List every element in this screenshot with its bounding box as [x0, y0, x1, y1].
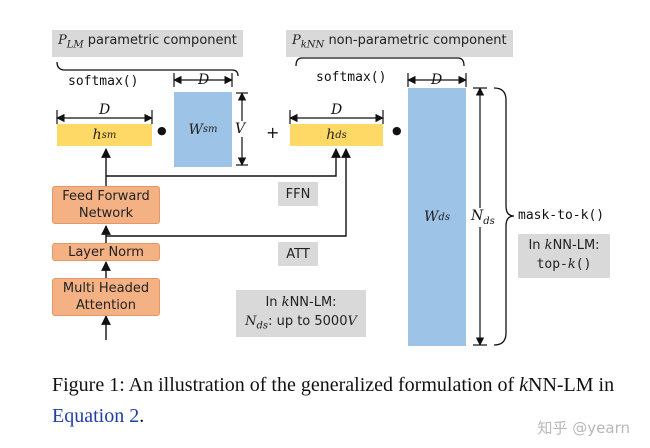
dim-label-hds: D [331, 102, 343, 118]
dim-label-wsm: D [198, 72, 210, 88]
softmax-left: softmax() [68, 74, 139, 89]
dot-right: ● [392, 124, 402, 137]
knn-lm-note-right: In kNN-LM: top-k() [518, 234, 610, 278]
knn-lm-note-left: In kNN-LM: Nds: up to 5000V [236, 290, 366, 337]
softmax-right: softmax() [316, 70, 387, 85]
plus-sign: + [266, 123, 280, 142]
dim-label-wds: D [431, 72, 443, 88]
dim-label-v: V [234, 121, 247, 137]
layer-norm-block: Layer Norm [52, 243, 160, 261]
att-tag: ATT [278, 242, 318, 266]
dot-left: ● [157, 124, 167, 137]
brace-mask [493, 87, 515, 346]
equation-link[interactable]: Equation 2 [52, 405, 140, 427]
brace-pknn [295, 57, 465, 67]
path-ffn [106, 148, 341, 177]
watermark: 知乎 @yearn [537, 419, 630, 437]
dim-label-nds: Nds [470, 208, 496, 227]
ffn-tag: FFN [278, 182, 318, 206]
dim-label-hsm: D [99, 102, 111, 118]
mask-to-k-label: mask-to-k() [518, 208, 605, 223]
plm-label: PLM parametric component [52, 30, 243, 57]
figure-caption: Figure 1: An illustration of the general… [52, 374, 615, 427]
pknn-label: PkNN non-parametric component [286, 30, 513, 57]
path-att [106, 148, 351, 237]
brace-plm [56, 61, 239, 77]
